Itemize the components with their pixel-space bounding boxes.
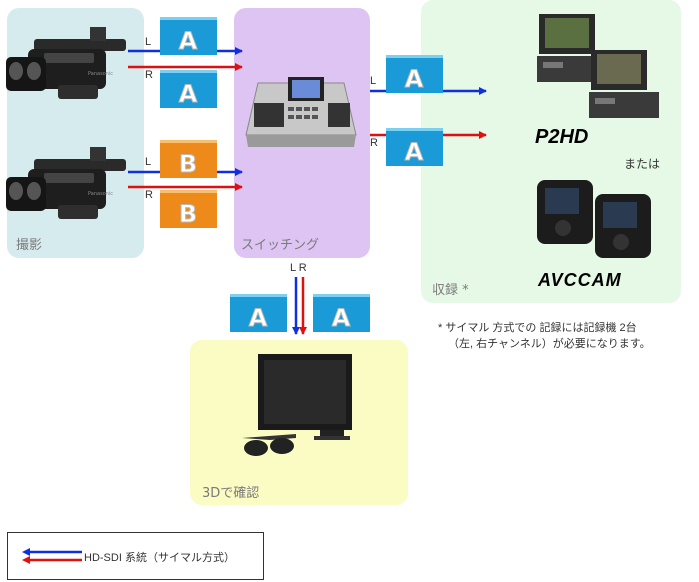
switcher-icon [245,77,357,147]
tile-letter: A [179,80,198,108]
rec-l-label: L [370,75,377,87]
monitor-label: 3Dで確認 [202,486,260,501]
switching-label: スイッチング [241,238,320,253]
legend-label: HD-SDI 系統（サイマル方式） [84,552,235,564]
camera-icon: Panasonic [6,147,126,219]
cam-a-r-label: R [145,69,153,81]
tile-a-mon-right: A [313,294,370,333]
legend-box: HD-SDI 系統（サイマル方式） [7,532,264,580]
tile-letter: A [405,138,424,166]
p2hd-logo: P2HD [535,126,589,148]
cam-b-l-label: L [145,156,152,168]
tile-b-cam-top: B [160,140,217,179]
cam-b-r-label: R [145,189,153,201]
camera-icon: Panasonic [6,27,126,99]
svg-text:Panasonic: Panasonic [88,71,113,77]
recording-note-line2: （左, 右チャンネル）が必要になります。 [448,338,651,350]
legend-arrows [22,548,82,564]
avccam-recorder-icon [537,180,651,258]
p2hd-recorder-icon [537,14,659,118]
recording-label: 収録 * [432,283,469,298]
tile-letter: B [179,200,197,228]
svg-text:Panasonic: Panasonic [88,191,113,197]
shooting-label: 撮影 [16,238,43,253]
cam-a-l-label: L [145,36,152,48]
tile-a-mon-left: A [230,294,287,333]
or-text: または [624,157,661,171]
tile-a-cam-top: A [160,17,217,56]
tile-letter: A [405,65,424,93]
tile-a-rec-left: A [386,55,443,94]
tile-letter: A [179,27,198,55]
tile-letter: A [332,304,351,332]
tile-a-rec-right: A [386,128,443,167]
tile-letter: B [179,150,197,178]
tile-letter: A [249,304,268,332]
tile-a-cam-bottom: A [160,70,217,109]
3d-glasses-icon [242,434,296,456]
monitor-icon [258,354,352,440]
rec-r-label: R [370,137,378,149]
recording-note-line1: * サイマル 方式での 記録には記録機 2台 [438,322,637,334]
tile-b-cam-bottom: B [160,190,217,229]
mon-lr-label: L R [290,262,307,274]
avccam-logo: AVCCAM [538,270,622,290]
